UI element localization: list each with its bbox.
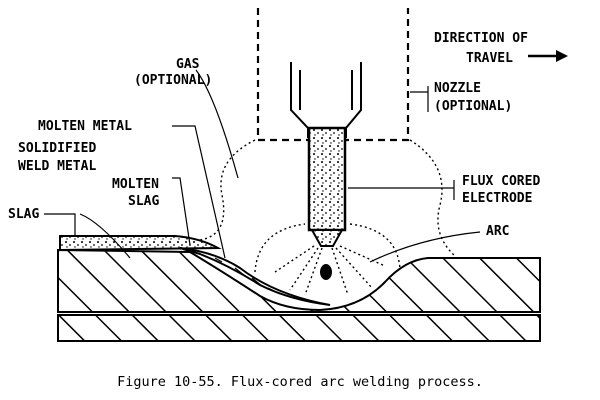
solidified-label-2: WELD METAL [18, 159, 96, 174]
molten-metal-label: MOLTEN METAL [38, 119, 132, 134]
arc [254, 223, 401, 296]
gas-label-1: GAS [176, 57, 200, 72]
slag-layer [59, 235, 222, 252]
flux-cored-electrode [307, 126, 347, 247]
molten-slag-label-1: MOLTEN [112, 177, 159, 192]
leader-lines [44, 69, 481, 263]
gas-label-2: (OPTIONAL) [134, 73, 212, 88]
work-piece [57, 248, 541, 313]
solidified-label-1: SOLIDIFIED [18, 141, 96, 156]
nozzle-label-2: (OPTIONAL) [434, 99, 512, 114]
molten-slag-label-2: SLAG [128, 194, 159, 209]
base-plate [57, 314, 541, 342]
direction-label-1: DIRECTION OF [434, 31, 528, 46]
gas-shield [199, 139, 456, 257]
flux-label-1: FLUX CORED [462, 174, 540, 189]
direction-label-2: TRAVEL [466, 51, 513, 66]
slag-label: SLAG [8, 207, 39, 222]
contact-tube [290, 62, 362, 138]
nozzle-label-1: NOZZLE [434, 81, 481, 96]
arc-label: ARC [486, 224, 509, 239]
nozzle [256, 8, 410, 142]
flux-label-2: ELECTRODE [462, 191, 532, 206]
molten-weld-pool [179, 247, 331, 306]
direction-arrow [528, 50, 568, 62]
figure-caption: Figure 10-55. Flux-cored arc welding pro… [117, 374, 483, 390]
